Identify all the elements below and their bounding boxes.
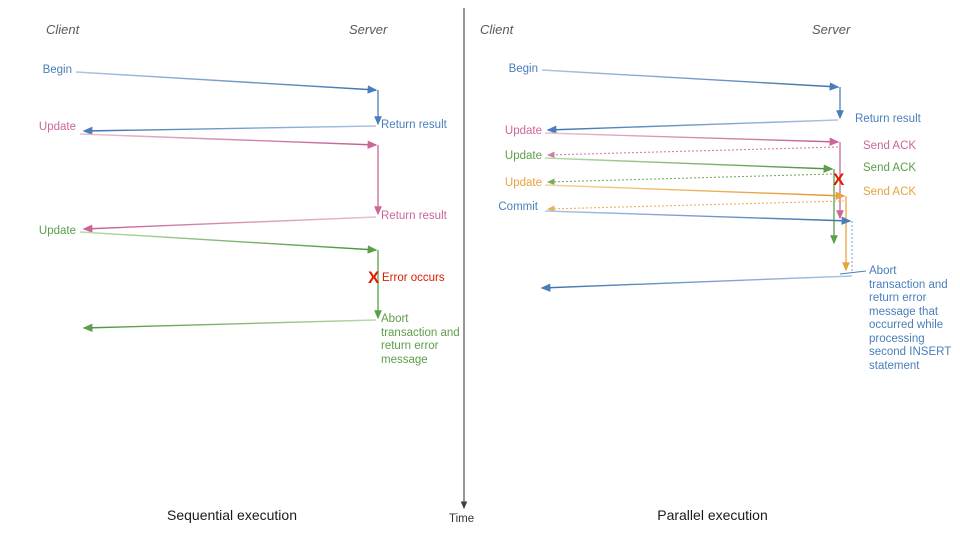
right-header-server: Server: [812, 22, 851, 37]
arrow-abort-to-client: [540, 275, 853, 292]
arrow-commit-request: [544, 210, 852, 225]
right-client-label-update-3: Update: [504, 177, 542, 189]
right-client-label-update-1: Update: [504, 125, 542, 137]
left-error-marker: X: [368, 268, 380, 287]
left-client-label-update-1: Update: [38, 121, 76, 133]
left-panel-arrows: [75, 71, 382, 332]
arrow-update-green-request: [544, 157, 834, 173]
arrow-abort-to-client: [82, 319, 377, 332]
arrow-begin-request: [75, 71, 378, 94]
left-server-label-abort-message: Abort transaction and return error messa…: [381, 313, 460, 366]
right-client-label-commit: Commit: [498, 201, 538, 213]
left-server-label-return-result-2: Return result: [381, 210, 447, 222]
arrow-update-pink-request: [544, 132, 840, 146]
left-server-label-return-result-1: Return result: [381, 119, 447, 131]
time-axis-label: Time: [449, 513, 475, 525]
right-server-label-return-result: Return result: [855, 113, 921, 125]
arrow-return-result-1: [82, 125, 377, 136]
arrow-send-ack-orange: [546, 200, 845, 213]
right-client-label-update-2: Update: [504, 150, 542, 162]
abort-connector: [839, 270, 867, 275]
left-header-server: Server: [349, 22, 388, 37]
right-panel-arrows: [540, 69, 867, 292]
left-client-label-update-2: Update: [38, 225, 76, 237]
right-server-label-send-ack-2: Send ACK: [863, 162, 917, 174]
left-client-label-begin: Begin: [42, 64, 72, 76]
arrow-update2-request: [79, 231, 378, 254]
arrow-send-ack-pink: [546, 146, 839, 159]
right-header-client: Client: [480, 22, 514, 37]
arrow-update-orange-request: [544, 184, 846, 200]
arrow-send-ack-green: [546, 173, 833, 186]
arrow-return-result: [546, 119, 839, 134]
arrow-update1-request: [79, 133, 378, 149]
arrow-begin-request: [541, 69, 840, 91]
right-server-label-abort-message: Abort transaction and return error messa…: [869, 265, 952, 372]
right-error-marker: X: [833, 170, 845, 189]
right-panel-caption: Parallel execution: [657, 507, 768, 523]
arrow-return-result-2: [82, 216, 377, 233]
right-server-label-send-ack-3: Send ACK: [863, 186, 917, 198]
left-server-label-error-occurs: Error occurs: [382, 272, 445, 284]
left-panel-caption: Sequential execution: [167, 507, 297, 523]
left-header-client: Client: [46, 22, 80, 37]
right-client-label-begin: Begin: [508, 63, 538, 75]
right-server-label-send-ack-1: Send ACK: [863, 140, 917, 152]
